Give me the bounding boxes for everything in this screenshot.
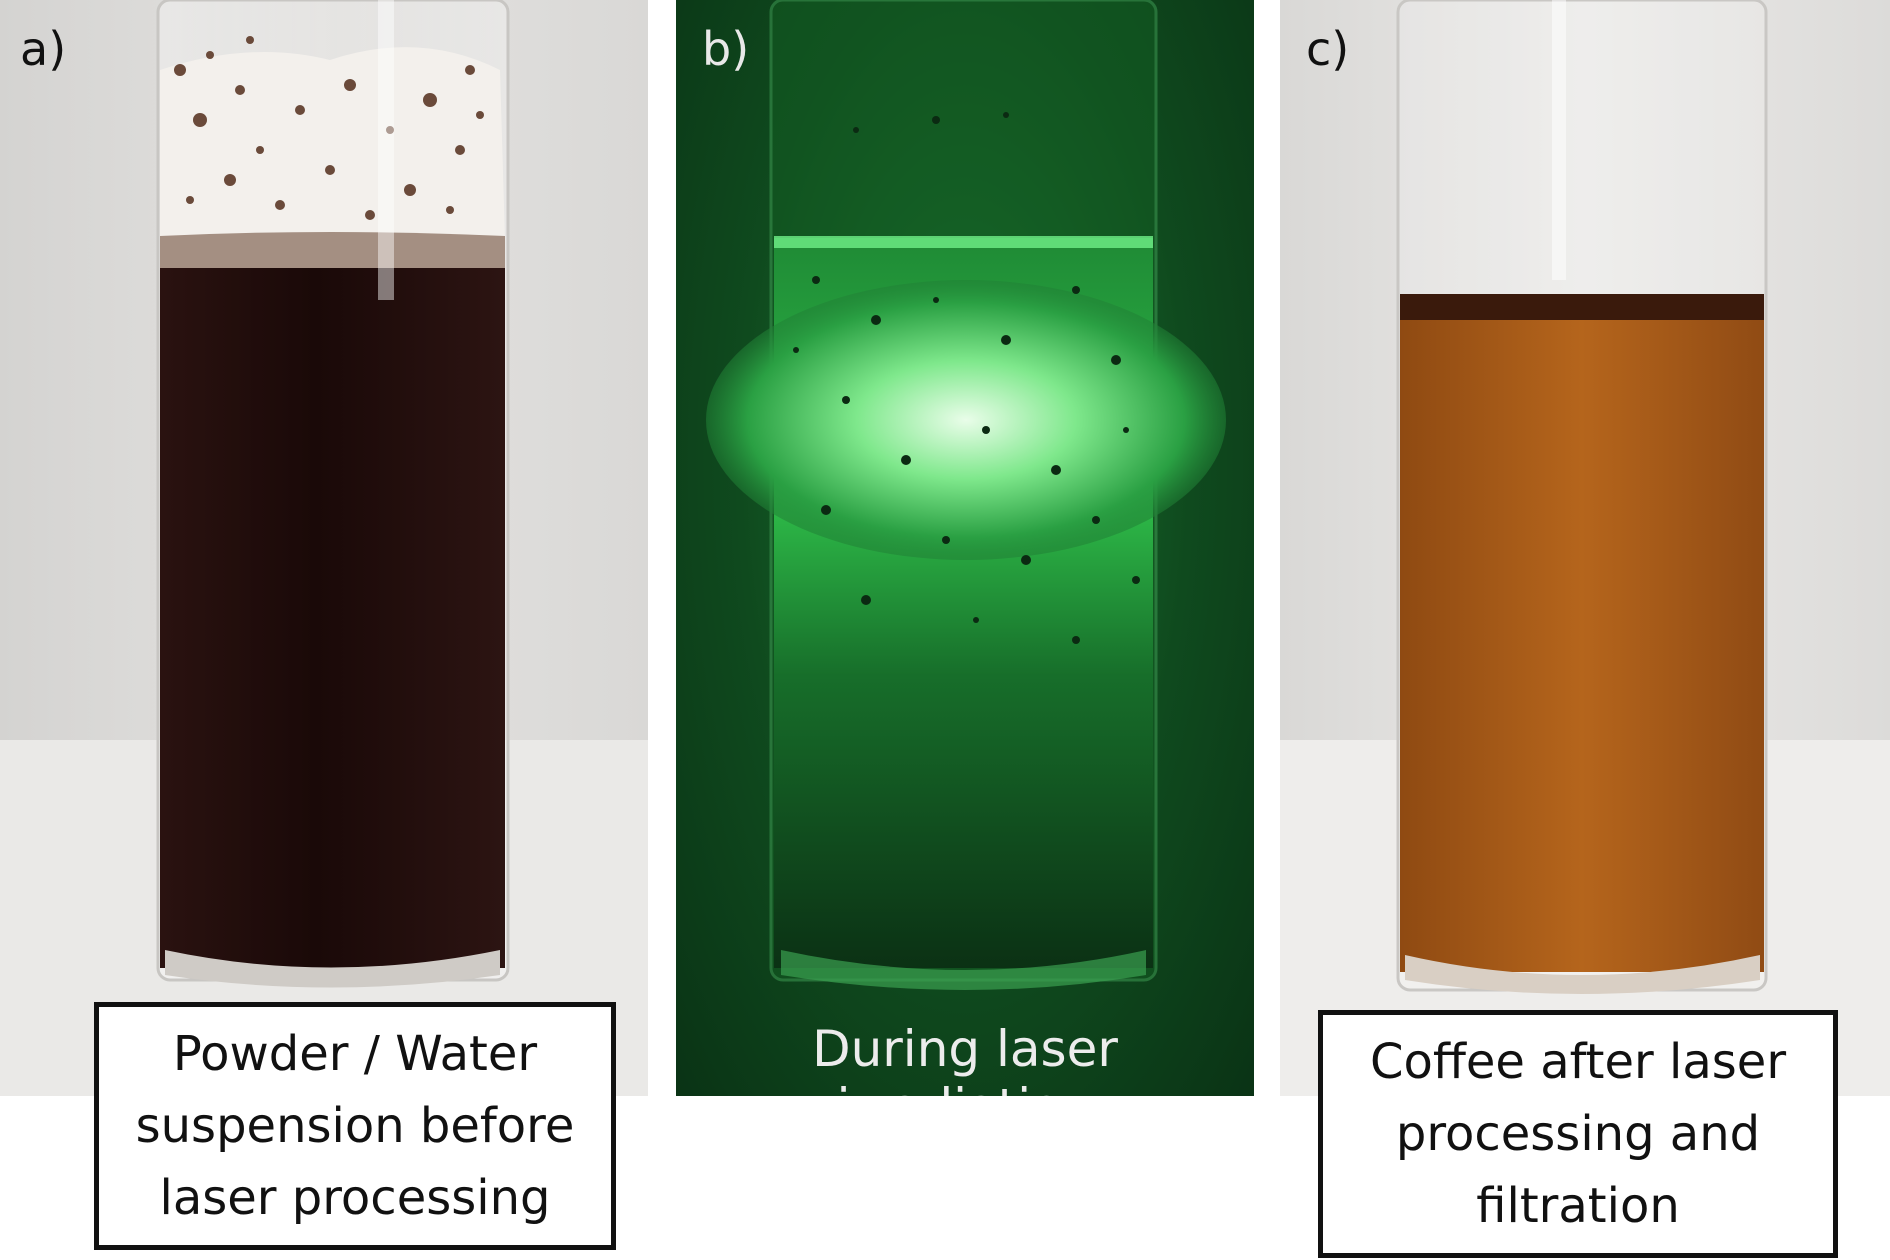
particle-speckles-a <box>174 36 484 220</box>
foam-interface-a <box>160 232 505 270</box>
foam-layer-a <box>160 47 505 241</box>
vial-a-illustration <box>0 0 648 1096</box>
coffee-liquid <box>1400 320 1764 972</box>
liquid-surface-b <box>774 236 1153 248</box>
laser-glow <box>706 280 1226 560</box>
liquid-meniscus-c <box>1400 294 1764 322</box>
panel-a: a) <box>0 0 648 1096</box>
panel-label-c: c) <box>1306 22 1350 76</box>
glass-highlight-c <box>1552 0 1566 280</box>
panel-label-a: a) <box>20 22 67 76</box>
dark-suspension-liquid <box>160 268 505 968</box>
glass-highlight-a <box>378 0 394 300</box>
panel-label-b: b) <box>702 22 750 76</box>
particle-speckles-b <box>793 112 1140 644</box>
panel-b: b) During laser irradiation <box>676 0 1254 1096</box>
vial-b-illustration <box>706 0 1226 990</box>
caption-b: During laser irradiation <box>812 1020 1118 1096</box>
vial-base-c <box>1405 955 1760 994</box>
caption-a: Powder / Water suspension before laser p… <box>94 1002 616 1250</box>
vial-base-a <box>165 950 500 988</box>
vial-base-b <box>781 950 1146 990</box>
panel-c: c) <box>1280 0 1890 1096</box>
caption-c: Coffee after laser processing and filtra… <box>1318 1010 1838 1258</box>
vial-c-illustration <box>1280 0 1890 1096</box>
